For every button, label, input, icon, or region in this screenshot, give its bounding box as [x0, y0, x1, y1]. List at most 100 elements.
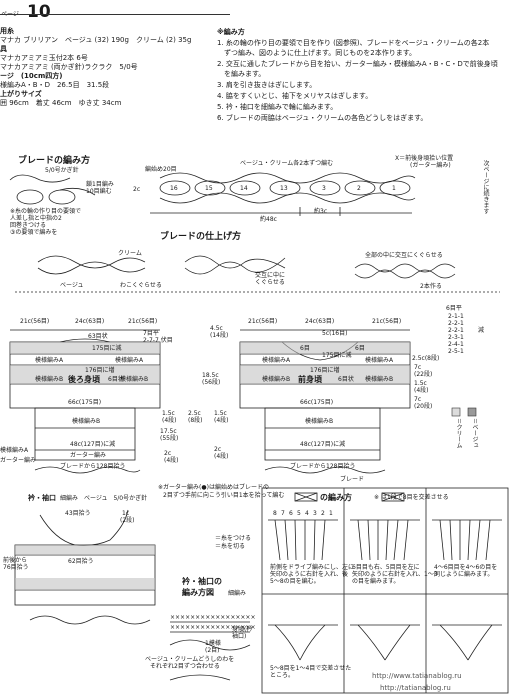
front-dim-left: 4.5c — [210, 325, 223, 332]
back-side-dim: 1.5c — [162, 410, 175, 417]
header-rule — [0, 14, 230, 15]
front-row-175: 176目に増 — [310, 367, 340, 374]
cable-caption: の目を編みます。 — [352, 578, 400, 585]
back-pick-up: ブレードから128目拾う — [60, 463, 126, 470]
collar-diagram — [14, 509, 156, 625]
finish-all-note: 全部の中に交互にくぐらせる — [365, 252, 443, 259]
braid-number: 2 — [357, 185, 361, 192]
collar-chart-side2: 袖口) — [232, 633, 247, 640]
counts-row: 2-1-1 — [448, 313, 464, 320]
back-side-dim: 17.5c — [160, 428, 177, 435]
instruction-line: 3. 肩を引き抜きはぎにします。 — [217, 81, 317, 89]
front-dim-right: 2.5c(8段) — [412, 355, 440, 362]
front-dim-left: (4段) — [214, 417, 229, 424]
finish-alternate: 交互に中に — [255, 272, 286, 279]
finish-twist: わこくぐらせる — [120, 282, 162, 289]
collar-chart-label: 1模様 — [205, 640, 221, 647]
back-side-dim: (4段) — [164, 457, 179, 464]
front-dim-right: (4段) — [414, 387, 429, 394]
back-row-175: 176目に増 — [85, 367, 115, 374]
collar-chart-key: ＝糸を切る — [215, 543, 246, 550]
front-dim-right: 7c — [414, 396, 422, 403]
back-dim: 21c(56目) — [20, 318, 50, 325]
collar-subtitle: 細編み ベージュ 5/0号かぎ針 — [60, 495, 148, 502]
collar-chart-row: ××××××××××××××××× — [170, 614, 256, 621]
back-garter: ガーター編み — [70, 452, 107, 459]
front-dim-right: (20段) — [414, 403, 433, 410]
braid-finishing — [15, 255, 500, 293]
materials-line: マナカ ブリリアン ベージュ (32) 190g クリーム (2) 35g — [0, 36, 192, 44]
back-pattern-b: 模様編みB — [72, 418, 101, 425]
materials-title: 用糸 — [0, 27, 14, 35]
finish-beige: ベージュ — [60, 282, 84, 289]
braid-chain — [150, 172, 416, 216]
back-body-title: 後ろ身頃 — [68, 375, 100, 384]
garter-note: ※ガーター編み(●)は編始めはブレードの — [158, 484, 269, 491]
front-decrease: 175目に減 — [322, 352, 352, 359]
collar-left-label: 前後から — [3, 557, 28, 564]
collar-chart-title2: 編み方図 — [182, 588, 214, 597]
braid-marker-label: X＝前後身頃拾い位置 — [395, 155, 454, 162]
collar-chart-key: ＝糸をつける — [215, 535, 252, 542]
materials-line: 囲 96cm 着丈 46cm ゆき丈 34cm — [0, 99, 122, 107]
braid-marker-label2: (ガーター編み) — [410, 162, 451, 169]
instruction-line: 2. 交互に通したブレードから目を拾い、ガーター編み・模様編みA・B・C・Dで前… — [217, 60, 498, 68]
materials-line: マナカアミアミ玉付2本 6号 — [0, 54, 88, 62]
page-number: 10 — [27, 2, 51, 22]
materials-line: 上がりサイズ — [0, 90, 42, 98]
front-neck-dim: 5c(16目) — [322, 330, 348, 337]
front-dim: 21c(56目) — [248, 318, 278, 325]
cable-stitch-number: 7 — [281, 510, 285, 517]
front-width-48: 48c(127目)に減 — [300, 441, 346, 448]
counts-row: 2-3-1 — [448, 334, 464, 341]
braid-start-label: 編始め20目 — [145, 166, 177, 173]
counts-row: 2-4-1 — [448, 341, 464, 348]
back-decrease: 175目に減 — [92, 345, 122, 352]
collar-neck-count: 43目拾う — [65, 510, 91, 517]
back-neck-note: 7目平 — [143, 330, 159, 337]
braid-number: 14 — [240, 185, 248, 192]
braid-pitch: 約3c — [314, 208, 328, 215]
cable-stitch-number: 8 — [273, 510, 277, 517]
front-width-66: 66c(175目) — [300, 399, 334, 406]
cable-symbol — [294, 492, 405, 502]
back-dim: 21c(56目) — [128, 318, 158, 325]
braid-number: 16 — [170, 185, 178, 192]
collar-top-side2: (2段) — [120, 517, 135, 524]
footer-url: http://www.tatianablog.ru — [372, 672, 462, 680]
counts-label: 減 — [478, 327, 485, 334]
cable-caption: 5〜8目を1〜4目で交差させた — [270, 665, 352, 672]
front-pattern-a: 模様編みA — [262, 357, 291, 364]
front-pattern-a: 模様編みA — [365, 357, 394, 364]
collar-title: 衿・袖口 — [28, 494, 56, 502]
back-dim: 24c(63目) — [75, 318, 105, 325]
front-dim-right: 1.5c — [414, 380, 427, 387]
cable-caption: 矢印のように右針を入れ、後 — [270, 571, 349, 578]
front-pattern-b: 模様編みB — [365, 376, 394, 383]
cable-title: の編み方 — [320, 493, 352, 502]
instruction-line: を編みます。 — [217, 70, 266, 78]
legend-swatch-beige — [467, 407, 477, 417]
cable-caption: 前側をドライブ編みにし、左に — [270, 564, 355, 571]
back-pattern-b: 模様編みB — [120, 376, 149, 383]
counts-row: 2-2-1 — [448, 320, 464, 327]
cable-caption: ところ。 — [270, 672, 295, 679]
finish-pieces: 2本作る — [420, 283, 442, 290]
collar-chart-label2: (2目) — [205, 647, 220, 654]
front-pick-up: ブレードから128目拾う — [290, 463, 356, 470]
cable-caption: 6目目も右、5目目を左に — [352, 564, 420, 571]
instruction-line: 6. ブレードの両脇はベージュ・クリームの各色どうしをはぎます。 — [217, 114, 428, 122]
front-dim-left: (4段) — [214, 453, 229, 460]
cable-caption: 矢印のように右針を入れ、1〜3 — [352, 571, 438, 578]
front-neck-dim: 6目 — [300, 345, 310, 352]
back-side-dim: (8段) — [188, 417, 203, 424]
collar-top-side: 1c — [122, 510, 130, 517]
braid-note: ※糸の輪の作り目の要領で — [10, 208, 82, 215]
finish-cream: クリーム — [118, 250, 142, 257]
front-dim: 21c(56目) — [372, 318, 402, 325]
braid-side-note: 次ページに続きます — [482, 160, 489, 214]
back-side-dim: 2.5c — [188, 410, 201, 417]
legend-swatch-cream — [451, 407, 461, 417]
materials-line: ージ (10cm四方) — [0, 72, 63, 80]
